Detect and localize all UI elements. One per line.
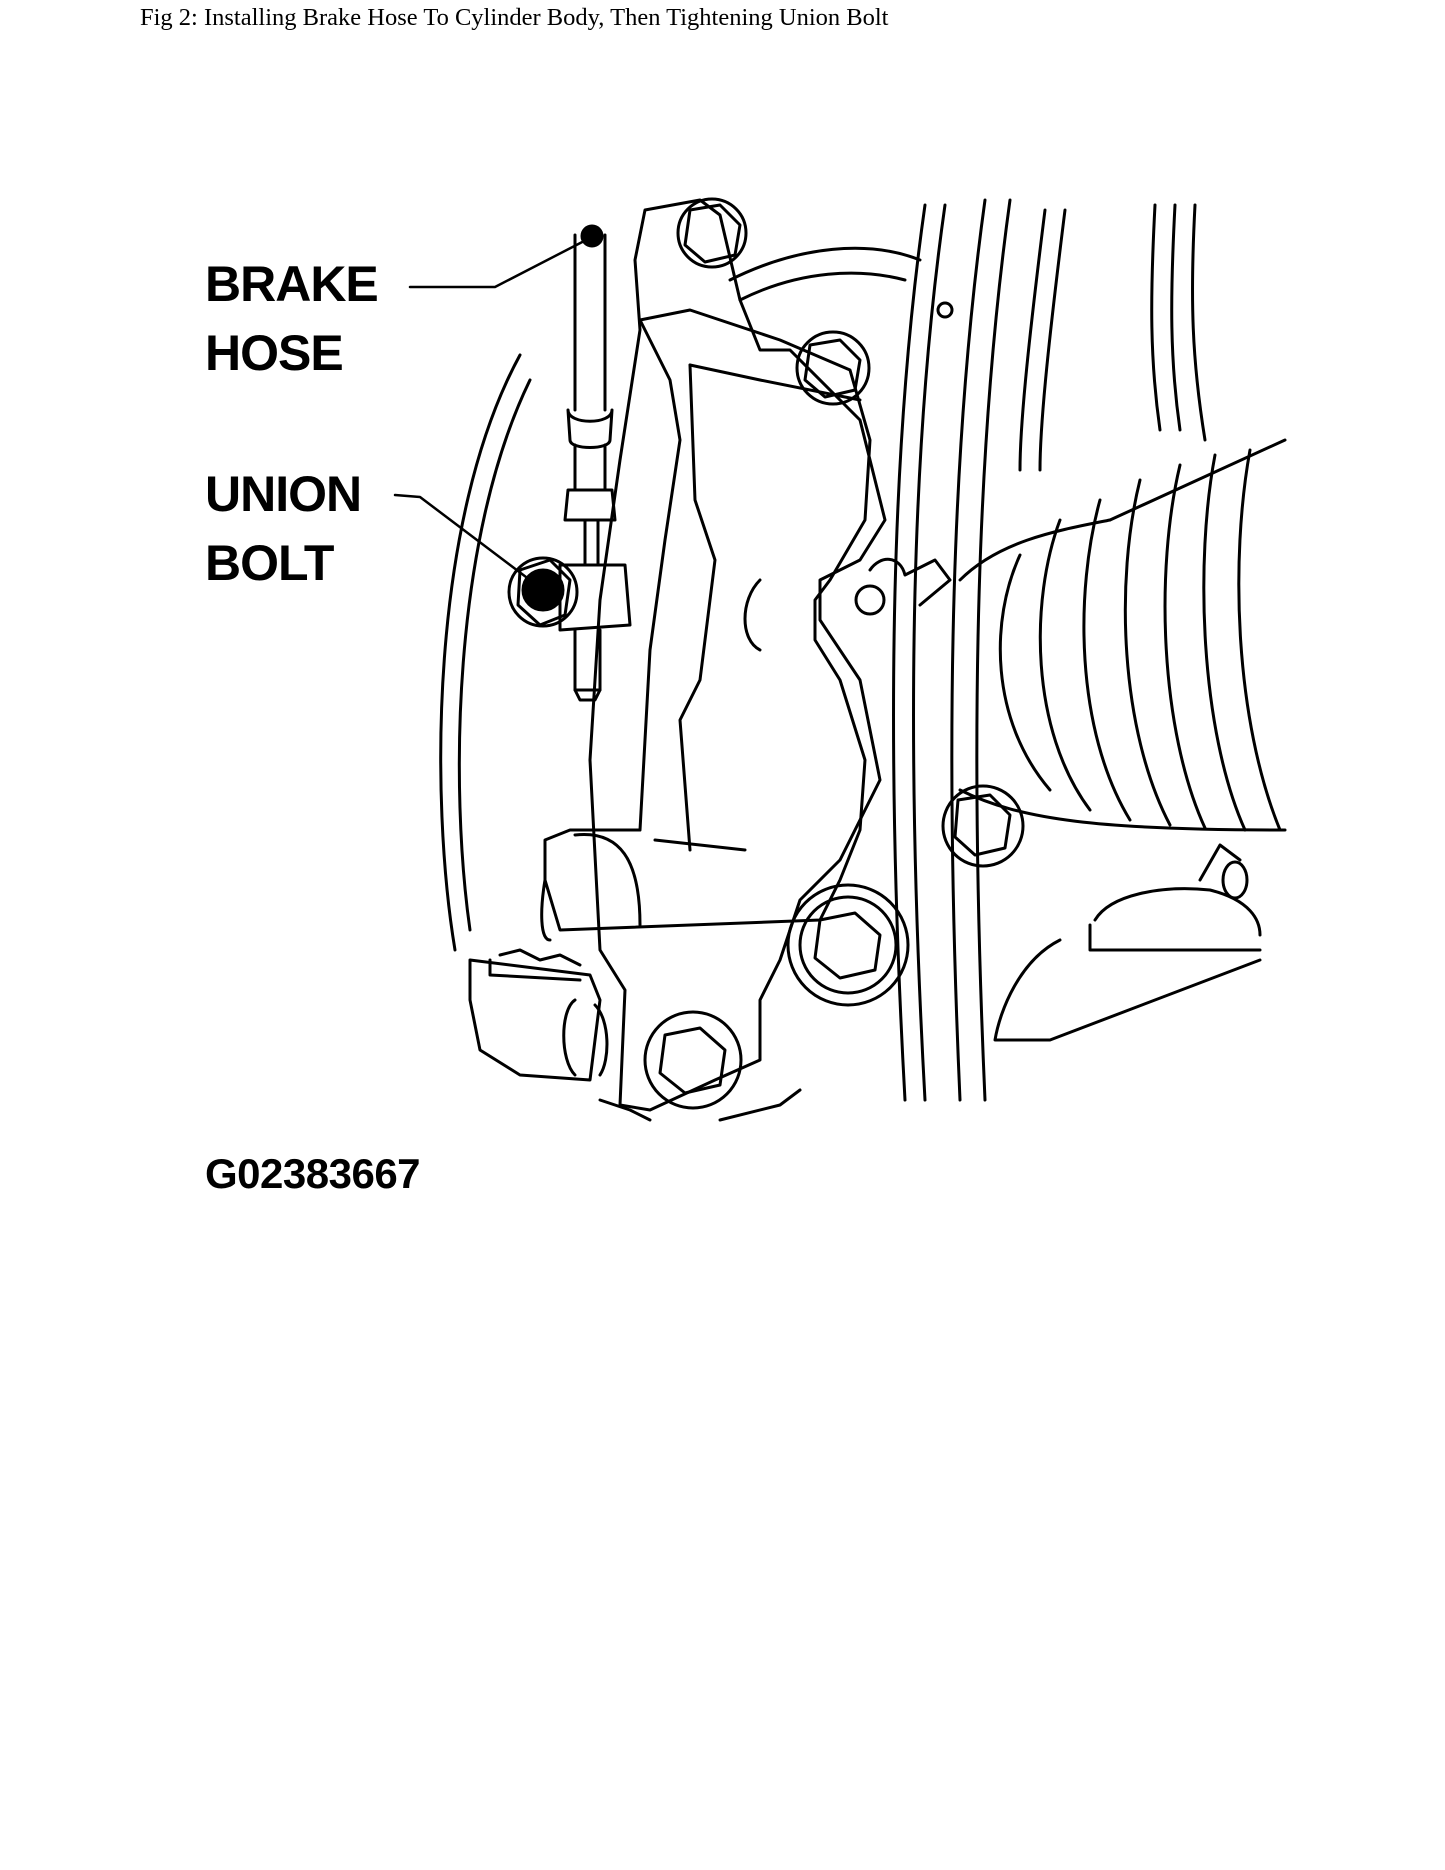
figure-id: G02383667 (205, 1150, 421, 1197)
union-bolt-label-line1: UNION (205, 466, 362, 522)
leader-lines (393, 236, 592, 582)
pad-retainer (854, 557, 952, 616)
steering-knuckle (892, 198, 1207, 1102)
union-bolt (507, 556, 632, 702)
brake-hose-label-line2: HOSE (205, 325, 344, 381)
brake-hose-leader (408, 236, 592, 289)
lower-arm (993, 843, 1262, 1042)
union-bolt-label-line2: BOLT (205, 535, 334, 591)
brake-hose-label: BRAKE HOSE (205, 250, 379, 388)
cv-boot (958, 438, 1287, 832)
brake-disc (439, 246, 922, 952)
figure-caption: Fig 2: Installing Brake Hose To Cylinder… (140, 4, 889, 31)
union-bolt-label: UNION BOLT (205, 460, 362, 598)
caliper-bracket (588, 198, 887, 1112)
mounting-bolts (643, 197, 1025, 1110)
brake-hose (563, 224, 617, 567)
union-bolt-leader (393, 493, 532, 582)
brake-hose-label-line1: BRAKE (205, 256, 379, 312)
abs-sensor (468, 948, 802, 1122)
cylinder-body (540, 308, 872, 942)
